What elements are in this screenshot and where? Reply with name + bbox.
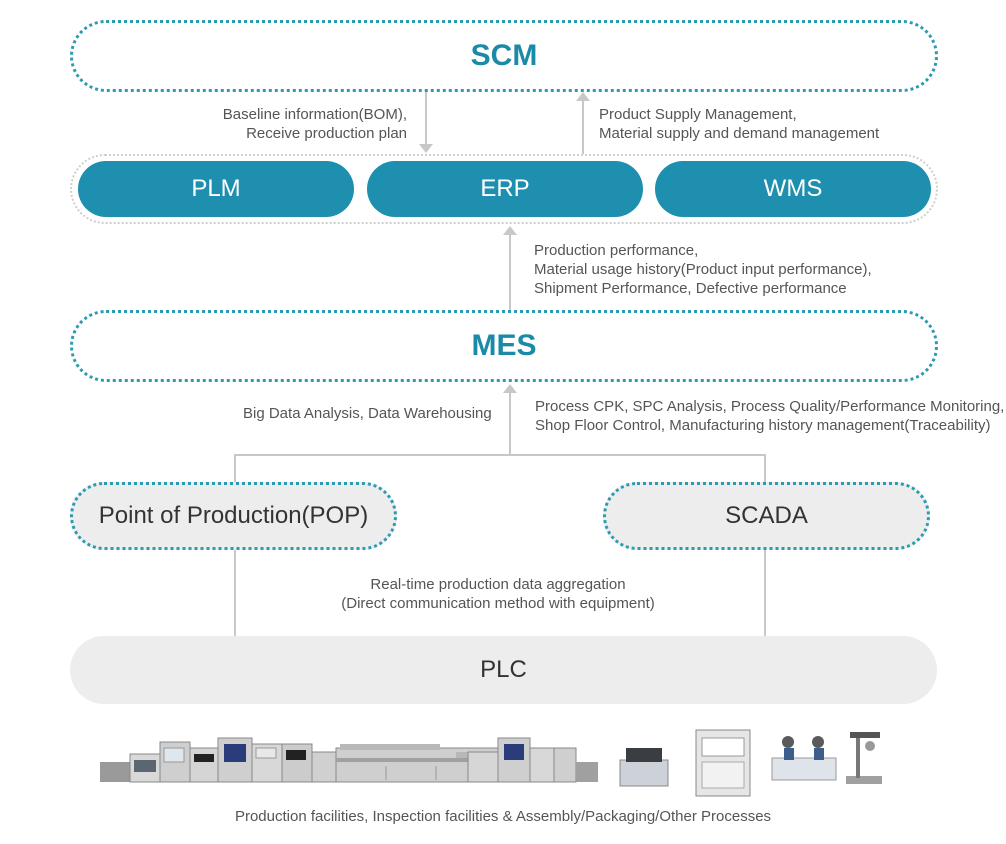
pop-to-plc-line	[234, 550, 236, 636]
scm-up-note: Product Supply Management, Material supp…	[599, 105, 879, 143]
scada-to-plc-line	[764, 550, 766, 636]
assembly-machine-image	[695, 729, 751, 797]
up-arrow-icon	[503, 384, 517, 393]
scm-label: SCM	[470, 39, 538, 72]
packaging-workers-image	[771, 736, 837, 781]
scada-label: SCADA	[725, 502, 808, 529]
mes-right-note-line-2: Shop Floor Control, Manufacturing histor…	[535, 417, 991, 434]
bracket-right-line	[764, 454, 766, 484]
scm-box: SCM	[70, 20, 938, 92]
erp-box: ERP	[367, 161, 643, 217]
pop-label: Point of Production(POP)	[98, 502, 369, 529]
scm-down-note: Baseline information(BOM), Receive produ…	[200, 105, 407, 143]
scm-to-erp-line	[425, 92, 427, 148]
erp-note-line-1: Production performance,	[534, 242, 699, 259]
erp-label: ERP	[480, 175, 530, 202]
plc-note-line-1: Real-time production data aggregation	[370, 576, 626, 593]
plc-label: PLC	[480, 656, 527, 683]
erp-to-scm-line	[582, 100, 584, 154]
erp-note-line-2: Material usage history(Product input per…	[534, 261, 872, 278]
test-stand-image	[846, 732, 882, 784]
bracket-center-line	[509, 392, 511, 456]
mes-box: MES	[70, 310, 938, 382]
scm-down-note-line-1: Baseline information(BOM),	[222, 106, 407, 123]
systems-group	[70, 154, 938, 224]
erp-note-line-3: Shipment Performance, Defective performa…	[534, 280, 847, 297]
inspection-machine-image	[619, 748, 669, 787]
plm-box: PLM	[78, 161, 354, 217]
down-arrow-icon	[419, 144, 433, 153]
wms-box: WMS	[655, 161, 931, 217]
production-line-right-image	[467, 737, 598, 783]
scm-up-note-line-2: Material supply and demand management	[599, 125, 880, 142]
mes-label: MES	[471, 329, 537, 362]
up-arrow-icon	[576, 92, 590, 101]
equipment-caption: Production facilities, Inspection facili…	[234, 808, 772, 825]
scm-down-note-line-2: Receive production plan	[246, 125, 407, 142]
plm-label: PLM	[191, 175, 241, 202]
plc-note: Real-time production data aggregation (D…	[300, 575, 696, 613]
wms-label: WMS	[763, 175, 823, 202]
scm-up-note-line-1: Product Supply Management,	[599, 106, 797, 123]
mes-right-note-line-1: Process CPK, SPC Analysis, Process Quali…	[535, 398, 1005, 415]
up-arrow-icon	[503, 226, 517, 235]
erp-note: Production performance, Material usage h…	[534, 241, 872, 298]
mes-right-note: Process CPK, SPC Analysis, Process Quali…	[535, 397, 1004, 435]
bracket-horizontal-line	[234, 454, 766, 456]
bracket-left-line	[234, 454, 236, 484]
mes-left-note: Big Data Analysis, Data Warehousing	[243, 405, 492, 422]
plc-note-line-2: (Direct communication method with equipm…	[341, 595, 655, 612]
plc-box: PLC	[70, 636, 937, 704]
equipment-illustration	[100, 729, 882, 797]
pop-box: Point of Production(POP)	[70, 482, 397, 550]
mes-to-erp-line	[509, 234, 511, 310]
scada-box: SCADA	[603, 482, 930, 550]
